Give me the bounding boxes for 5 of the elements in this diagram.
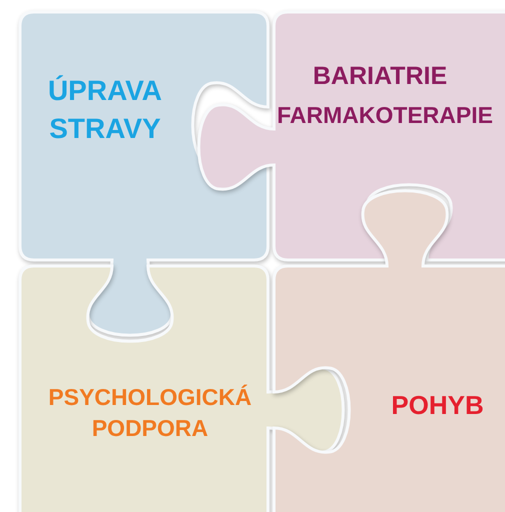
piece-label: ÚPRAVA STRAVY	[46, 74, 164, 146]
piece-label: FARMAKOTERAPIE	[276, 101, 494, 130]
piece-label: PSYCHOLOGICKÁ PODPORA	[47, 383, 253, 444]
piece-label: BARIATRIE	[312, 61, 448, 92]
piece-label: POHYB	[390, 389, 485, 422]
